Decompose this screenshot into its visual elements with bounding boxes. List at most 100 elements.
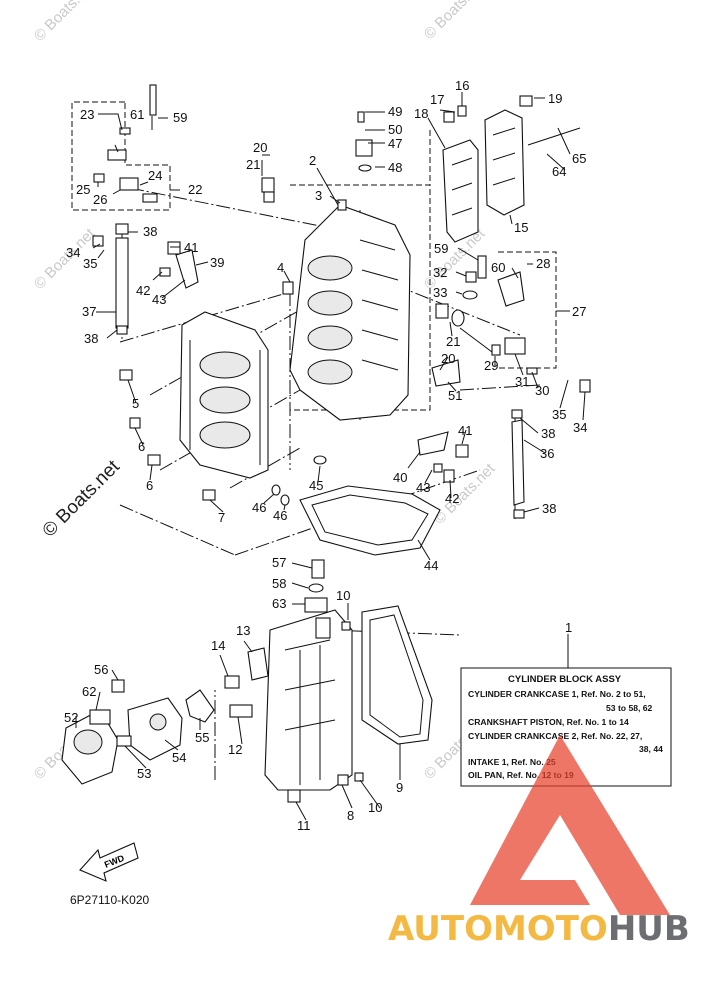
callout-45: 45: [309, 478, 323, 493]
brand-part2: HUB: [608, 909, 690, 949]
cylinder-block: [289, 199, 411, 421]
callout-10: 10: [336, 588, 350, 603]
callout-53: 53: [137, 766, 151, 781]
callout-26: 26: [93, 192, 107, 207]
callout-35b: 35: [552, 407, 566, 422]
callout-34: 34: [66, 245, 80, 260]
callout-64: 64: [552, 164, 566, 179]
brand-logo: AUTOMOTOHUB: [388, 735, 690, 949]
callout-6: 6: [138, 439, 145, 454]
callout-41: 41: [184, 240, 198, 255]
legend-line: 53 to 58, 62: [606, 703, 653, 713]
callout-46: 46: [252, 500, 266, 515]
callout-42: 42: [136, 283, 150, 298]
callout-16: 16: [455, 78, 469, 93]
callout-31: 31: [515, 374, 529, 389]
callout-40: 40: [393, 470, 407, 485]
oil-pan: [264, 609, 353, 791]
callout-18: 18: [414, 106, 428, 121]
legend-box: CYLINDER BLOCK ASSY CYLINDER CRANKCASE 1…: [460, 667, 672, 787]
callout-37: 37: [82, 304, 96, 319]
legend-line: CRANKSHAFT PISTON, Ref. No. 1 to 14: [468, 717, 629, 727]
callout-38c: 38: [541, 426, 555, 441]
callout-25: 25: [76, 182, 90, 197]
callout-5: 5: [132, 396, 139, 411]
callout-34b: 34: [573, 420, 587, 435]
callout-58: 58: [272, 576, 286, 591]
callout-60: 60: [491, 260, 505, 275]
small-parts: [89, 84, 591, 803]
callout-54: 54: [172, 750, 186, 765]
callout-1: 1: [565, 620, 572, 635]
callout-47: 47: [388, 136, 402, 151]
gasket-55: [185, 689, 215, 723]
callout-35: 35: [83, 256, 97, 271]
callout-52: 52: [64, 710, 78, 725]
callout-10b: 10: [368, 800, 382, 815]
legend-title: CYLINDER BLOCK ASSY: [508, 674, 622, 685]
brand-name: AUTOMOTOHUB: [388, 909, 690, 949]
callout-19: 19: [548, 91, 562, 106]
callout-22: 22: [188, 182, 202, 197]
callout-38: 38: [143, 224, 157, 239]
callout-62: 62: [82, 684, 96, 699]
callout-59b: 59: [434, 241, 448, 256]
diagram-code: 6P27110-K020: [70, 893, 150, 907]
callout-23: 23: [80, 107, 94, 122]
legend-line: 38, 44: [639, 744, 663, 754]
oil-filter: [61, 697, 183, 785]
brand-triangle-icon: [470, 735, 670, 915]
callout-63: 63: [272, 596, 286, 611]
callout-28: 28: [536, 256, 550, 271]
callout-43b: 43: [416, 480, 430, 495]
legend-line: OIL PAN, Ref. No. 12 to 19: [468, 770, 574, 780]
callout-11: 11: [297, 818, 311, 833]
callout-42b: 42: [445, 491, 459, 506]
callout-8: 8: [347, 808, 354, 823]
callout-12: 12: [228, 742, 242, 757]
callout-14: 14: [211, 638, 225, 653]
callout-38d: 38: [542, 501, 556, 516]
callout-61: 61: [130, 107, 144, 122]
callout-15: 15: [514, 220, 528, 235]
callout-38b: 38: [84, 331, 98, 346]
exhaust-cover: [442, 109, 525, 243]
legend-line: INTAKE 1, Ref. No. 25: [468, 757, 556, 767]
callout-39: 39: [210, 255, 224, 270]
callout-21: 21: [246, 157, 260, 172]
callout-29: 29: [484, 358, 498, 373]
callout-9: 9: [396, 780, 403, 795]
callout-20: 20: [253, 140, 267, 155]
callout-59: 59: [173, 110, 187, 125]
tubes: [115, 223, 525, 519]
callout-33: 33: [433, 285, 447, 300]
callout-51: 51: [448, 388, 462, 403]
callout-43: 43: [152, 292, 166, 307]
callout-56: 56: [94, 662, 108, 677]
watermark: © Boats.net: [421, 0, 489, 43]
leader-lines: [75, 92, 586, 821]
callout-3: 3: [315, 188, 322, 203]
callout-36: 36: [540, 446, 554, 461]
callout-20b: 20: [441, 351, 455, 366]
gasket-44: [299, 485, 441, 556]
legend-line: CYLINDER CRANKCASE 1, Ref. No. 2 to 51,: [468, 689, 646, 699]
callout-24: 24: [148, 168, 162, 183]
callout-27: 27: [572, 304, 586, 319]
callout-17: 17: [430, 92, 444, 107]
callout-65: 65: [572, 151, 586, 166]
gasket-oil-pan: [361, 605, 433, 745]
callout-49: 49: [388, 104, 402, 119]
fwd-arrow-icon: FWD: [79, 842, 139, 882]
callout-57: 57: [272, 555, 286, 570]
callout-48: 48: [388, 160, 402, 175]
crankcase: [179, 311, 269, 479]
callout-32: 32: [433, 265, 447, 280]
brand-part1: AUTOMOTO: [388, 909, 608, 949]
callout-6b: 6: [146, 478, 153, 493]
callout-4: 4: [277, 260, 284, 275]
callout-7: 7: [218, 510, 225, 525]
callout-44: 44: [424, 558, 438, 573]
callout-50: 50: [388, 122, 402, 137]
